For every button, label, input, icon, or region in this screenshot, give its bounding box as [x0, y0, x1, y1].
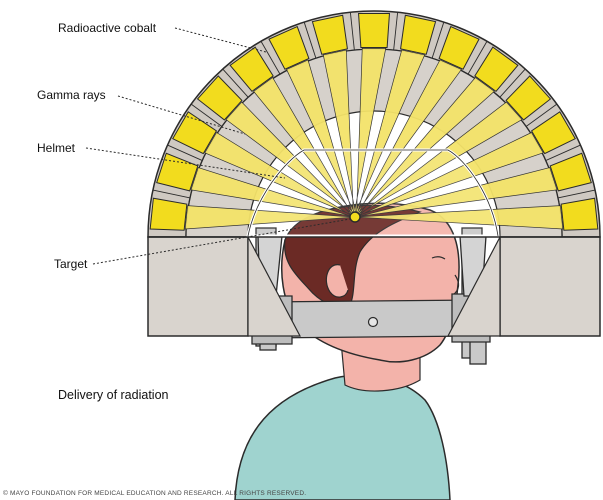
- patient-gown: [235, 375, 450, 500]
- caption: Delivery of radiation: [58, 388, 169, 402]
- left-support: [148, 237, 248, 336]
- label-gamma-rays: Gamma rays: [37, 88, 106, 102]
- label-helmet: Helmet: [37, 141, 76, 155]
- cobalt-source: [561, 198, 598, 230]
- frame-screw: [369, 318, 378, 327]
- label-target: Target: [54, 257, 88, 271]
- label-radioactive-cobalt: Radioactive cobalt: [58, 21, 157, 35]
- cobalt-source: [359, 14, 390, 48]
- right-support: [500, 237, 600, 336]
- cobalt-source: [150, 198, 187, 230]
- copyright: © MAYO FOUNDATION FOR MEDICAL EDUCATION …: [3, 489, 306, 497]
- target: [350, 212, 360, 222]
